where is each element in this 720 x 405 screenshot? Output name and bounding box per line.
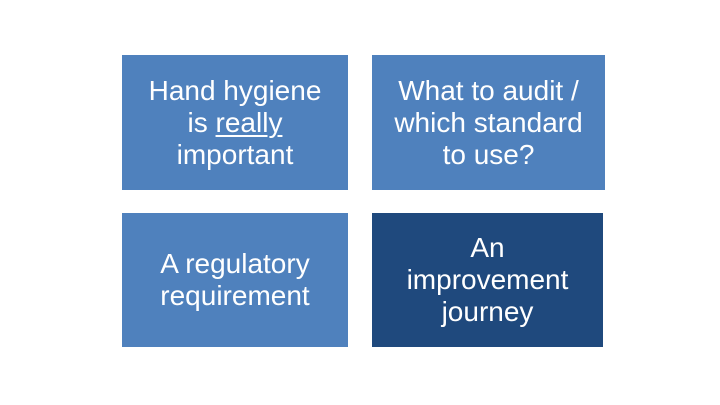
card-hand-hygiene: Hand hygiene is really important (122, 55, 348, 190)
text-line: An (470, 232, 505, 263)
card-improvement-journey: An improvement journey (372, 213, 603, 347)
text-line: A regulatory (160, 248, 310, 279)
text-line: Hand hygiene (148, 74, 322, 106)
text-line: important (176, 138, 294, 170)
card-improvement-journey-text: An improvement journey (407, 232, 569, 328)
text-line: which standard (394, 106, 583, 138)
text-segment: is (187, 106, 216, 138)
card-regulatory-requirement: A regulatory requirement (122, 213, 348, 347)
card-what-to-audit: What to audit / which standard to use? (372, 55, 605, 190)
text-line: requirement (160, 280, 310, 311)
text-line: is really (149, 107, 322, 139)
text-line: journey (441, 296, 534, 327)
card-regulatory-requirement-text: A regulatory requirement (160, 248, 309, 312)
card-hand-hygiene-text: Hand hygiene is really important (149, 75, 322, 171)
underlined-word: really (215, 106, 283, 138)
text-line: improvement (406, 264, 569, 295)
text-line: What to audit / (398, 74, 579, 106)
text-line: to use? (442, 138, 535, 170)
card-what-to-audit-text: What to audit / which standard to use? (394, 75, 582, 171)
